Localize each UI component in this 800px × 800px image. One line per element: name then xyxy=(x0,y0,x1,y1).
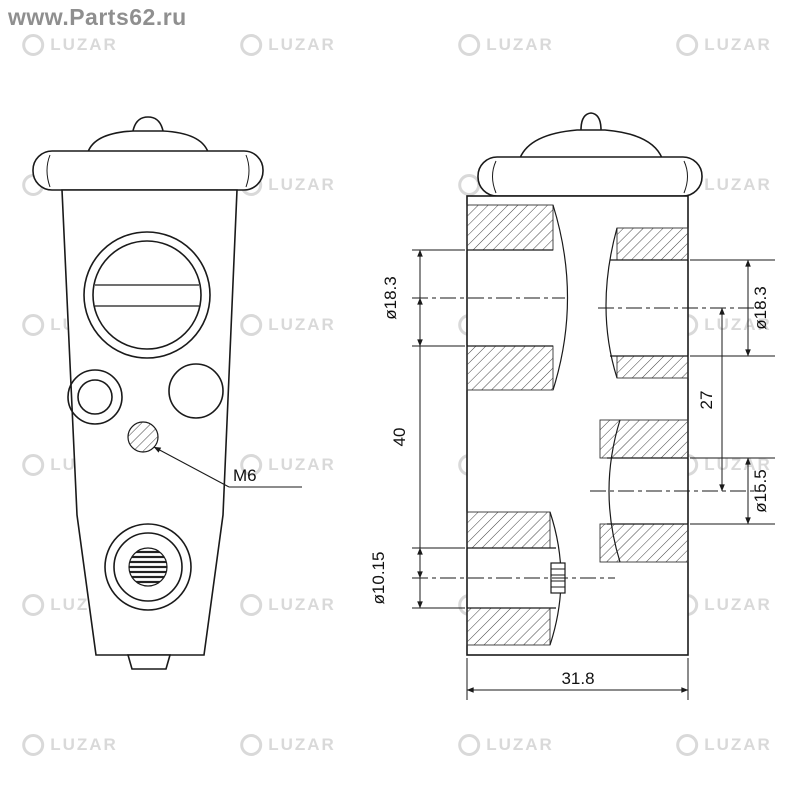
dim-label-dia15-5: ø15.5 xyxy=(751,469,770,512)
front-port-small-left-inner xyxy=(77,379,113,415)
dim-label-27: 27 xyxy=(697,391,716,410)
centerlines xyxy=(412,297,765,579)
dim-label-31-8: 31.8 xyxy=(561,669,594,688)
section-top-cap xyxy=(580,112,602,131)
front-port-large-outer xyxy=(83,231,211,359)
dim-label-dia10-15: ø10.15 xyxy=(369,552,388,605)
section-dome xyxy=(518,129,664,159)
m6-hole xyxy=(127,421,159,453)
front-port-small-right xyxy=(168,363,224,419)
dim-label-m6: M6 xyxy=(233,466,257,485)
front-foot xyxy=(126,654,172,670)
front-port-large-inner xyxy=(92,240,202,350)
m6-leader xyxy=(153,446,302,488)
dim-label-40: 40 xyxy=(390,428,409,447)
dimension-annotations: ø18.3 40 ø10.15 ø18.3 27 ø15.5 31.8 xyxy=(369,249,775,700)
dim-label-dia18-right: ø18.3 xyxy=(751,286,770,329)
front-port-bottom-thread xyxy=(128,547,168,587)
front-port-small-left-outer xyxy=(67,369,123,425)
site-watermark: www.Parts62.ru xyxy=(8,4,187,30)
front-dome xyxy=(86,130,210,153)
front-top-cap xyxy=(132,116,164,132)
section-view xyxy=(412,112,765,656)
section-flange xyxy=(477,156,703,197)
front-port-bottom-outer xyxy=(104,523,192,611)
front-view: M6 xyxy=(32,116,302,670)
dim-label-dia18-left: ø18.3 xyxy=(381,276,400,319)
front-flange xyxy=(32,150,264,191)
front-port-bottom-mid xyxy=(113,532,183,602)
